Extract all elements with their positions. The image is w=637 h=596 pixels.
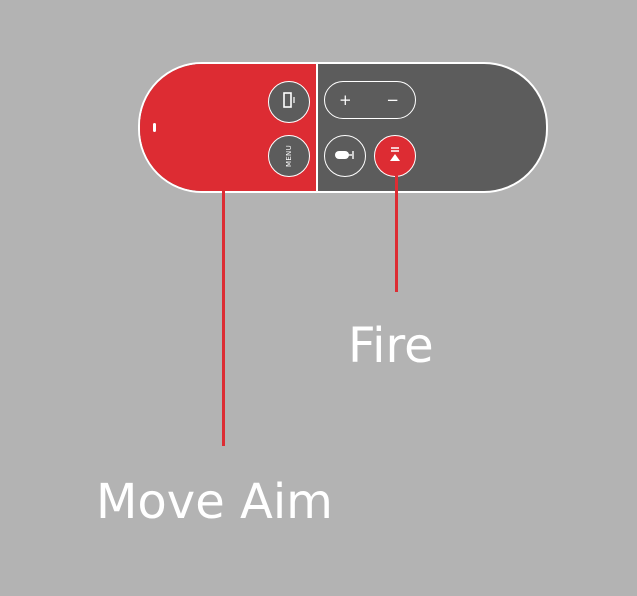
fire-label: Fire — [348, 318, 434, 374]
tv-icon — [281, 91, 297, 113]
touch-surface-divider — [316, 64, 318, 191]
volume-button[interactable]: + − — [324, 81, 416, 119]
play-pause-icon — [388, 145, 402, 167]
menu-button[interactable]: MENU — [268, 135, 310, 177]
volume-up-label: + — [339, 90, 352, 109]
remote-control: MENU + − — [138, 62, 548, 193]
siri-button[interactable] — [324, 135, 366, 177]
microphone-icon — [334, 147, 356, 166]
menu-button-label: MENU — [285, 144, 293, 168]
status-light — [153, 123, 156, 132]
fire-callout-line — [395, 170, 398, 292]
move-aim-callout-line — [222, 190, 225, 446]
volume-down-label: − — [386, 90, 399, 109]
tv-button[interactable] — [268, 81, 310, 123]
move-aim-label: Move Aim — [96, 474, 333, 530]
play-pause-button[interactable] — [374, 135, 416, 177]
